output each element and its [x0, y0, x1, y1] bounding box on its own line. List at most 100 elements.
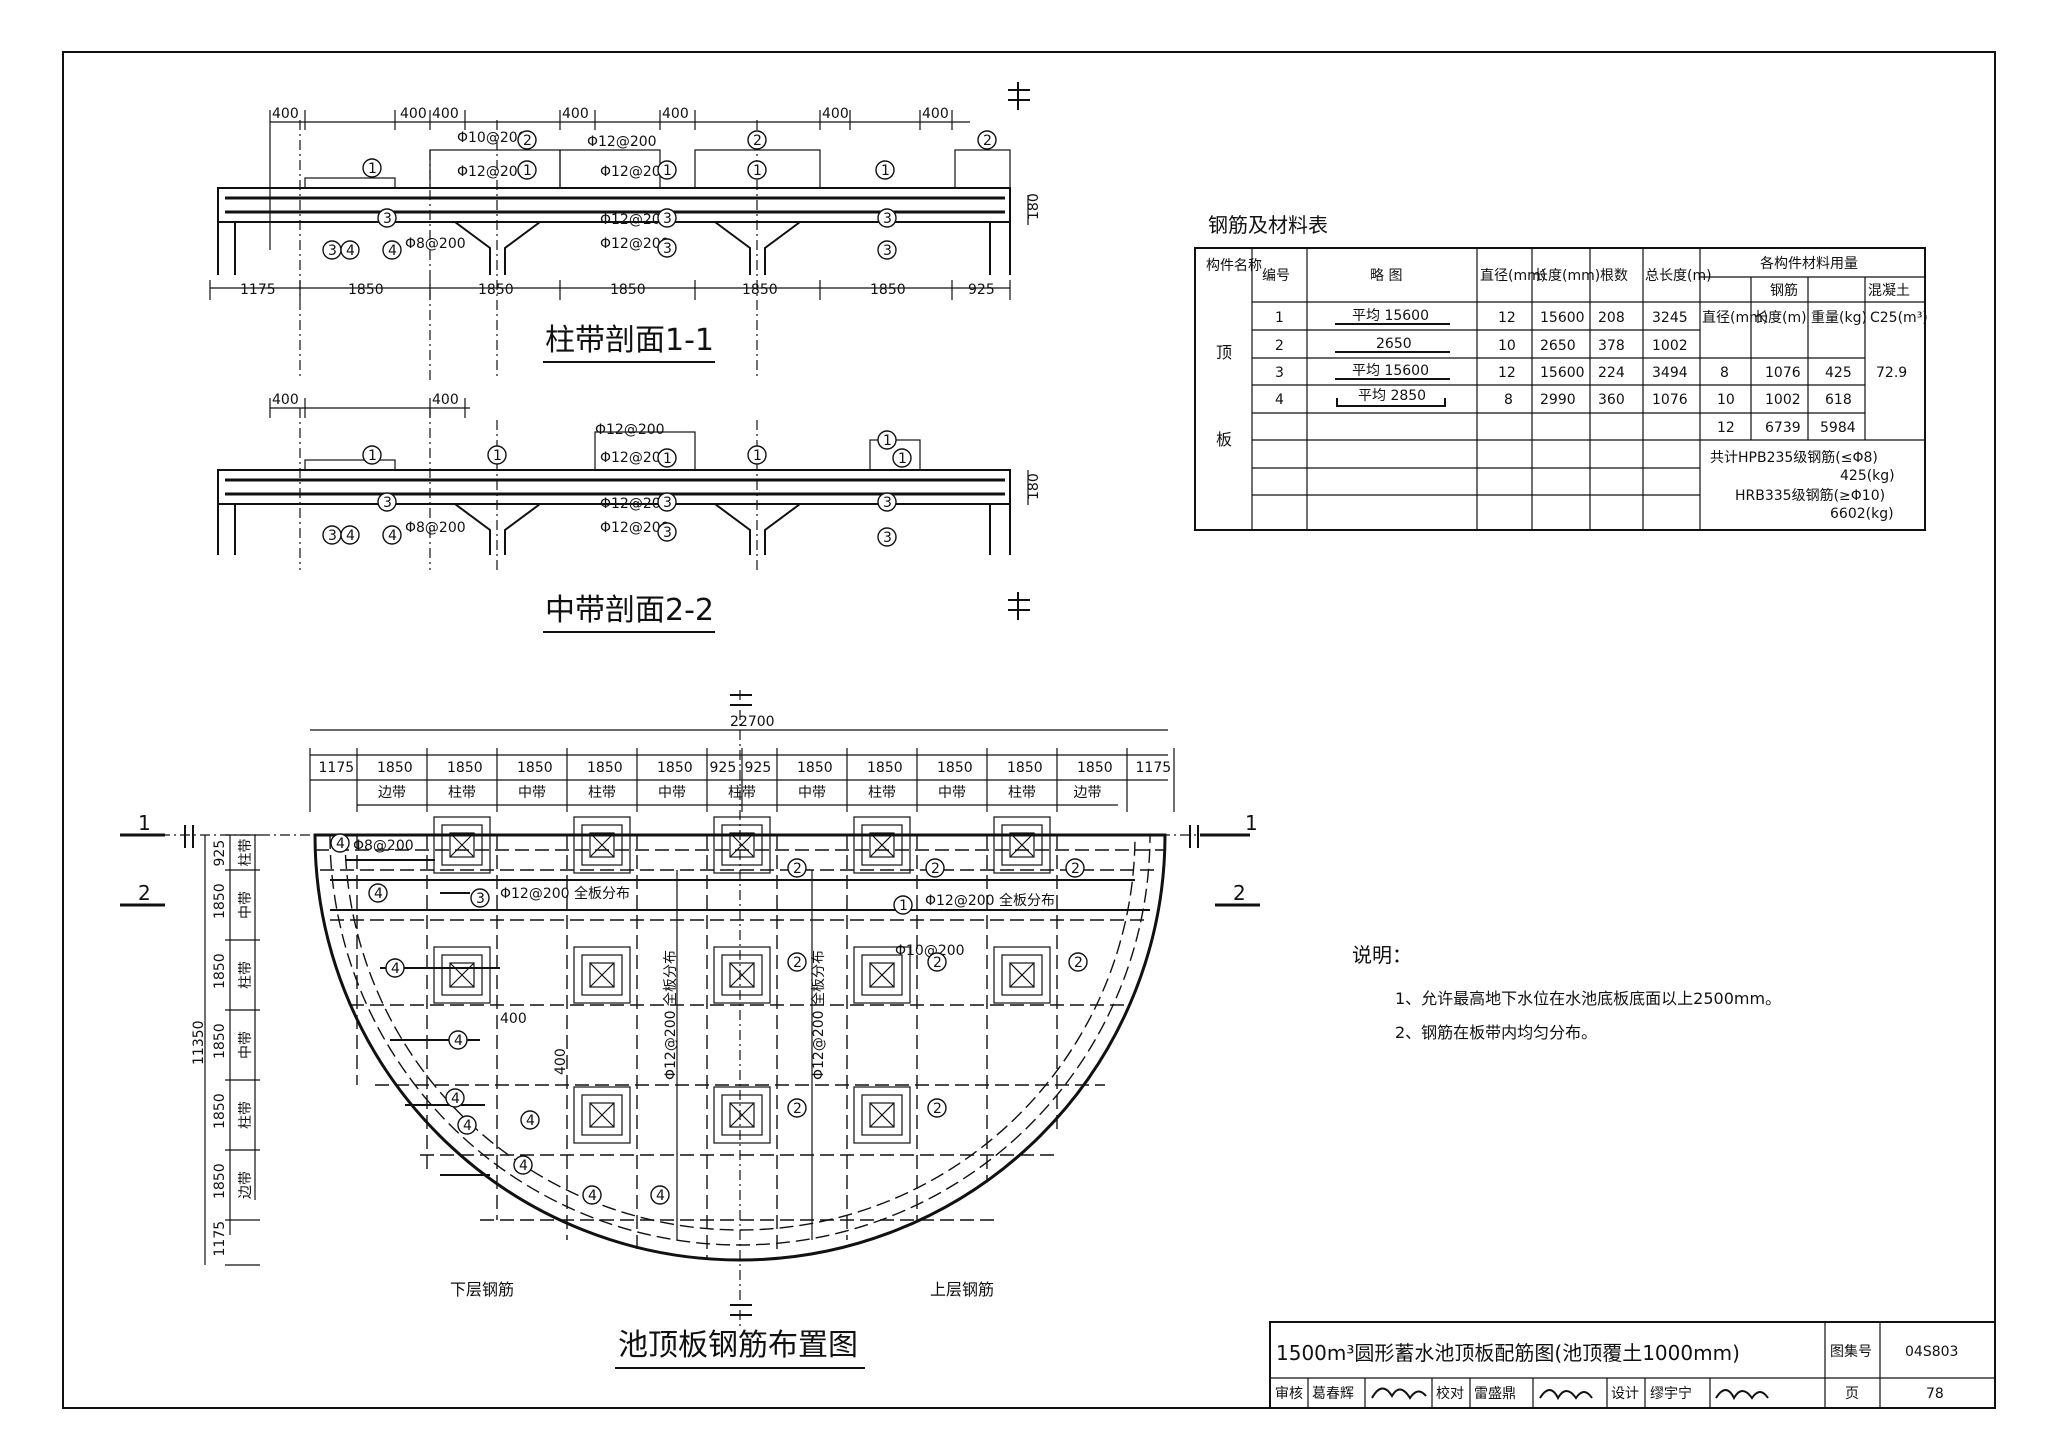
svg-text:4: 4 — [1275, 392, 1284, 408]
member-name: 板 — [1216, 430, 1232, 449]
rebar-label: Φ12@200 — [600, 164, 670, 180]
svg-text:1: 1 — [753, 448, 762, 464]
column-pad — [713, 1086, 771, 1144]
page-label: 页 — [1845, 1386, 1859, 1402]
usage-row: 12 6739 5984 — [1717, 420, 1856, 436]
section-title: 中带剖面2-2 — [545, 593, 714, 628]
plan-total-width: 22700 — [730, 714, 775, 730]
column-pad — [449, 832, 475, 858]
svg-text:3: 3 — [883, 211, 892, 227]
column-pad — [441, 824, 483, 866]
column-pad — [729, 832, 755, 858]
column-pad — [433, 946, 491, 1004]
dim-top: 400 — [432, 106, 459, 122]
dim-400: 400 — [500, 1011, 527, 1027]
svg-text:378: 378 — [1598, 338, 1625, 354]
column-pad-diag — [589, 832, 615, 858]
svg-text:4: 4 — [391, 961, 400, 977]
svg-text:15600: 15600 — [1540, 365, 1585, 381]
dim-top: 400 — [562, 106, 589, 122]
svg-text:8: 8 — [1720, 365, 1729, 381]
rebar-note: Φ10@200 — [895, 943, 965, 959]
column-pad-diag — [729, 832, 755, 858]
rebar-label: Φ12@200 — [600, 450, 670, 466]
dim-bottom: 1850 — [348, 282, 384, 298]
rebar-note: Φ12@200 全板分布 — [662, 950, 679, 1080]
svg-text:1: 1 — [753, 163, 762, 179]
band-label: 柱带 — [448, 785, 476, 801]
column-pad — [581, 1094, 623, 1136]
plan-dim: 1850 — [797, 760, 833, 776]
column-pad-diag — [869, 962, 895, 988]
dim-bottom: 1175 — [240, 282, 276, 298]
concrete-value: 72.9 — [1876, 365, 1907, 381]
page-no: 78 — [1926, 1386, 1944, 1402]
svg-text:4: 4 — [519, 1158, 528, 1174]
plan-dim: 1850 — [1077, 760, 1113, 776]
svg-text:4: 4 — [656, 1188, 665, 1204]
svg-text:3: 3 — [663, 495, 672, 511]
band-label: 边带 — [378, 785, 406, 801]
svg-text:2: 2 — [983, 133, 992, 149]
table-title: 钢筋及材料表 — [1208, 213, 1328, 237]
svg-text:208: 208 — [1598, 310, 1625, 326]
column-pad — [861, 954, 903, 996]
svg-text:3: 3 — [383, 211, 392, 227]
svg-text:4: 4 — [336, 836, 345, 852]
slab-thickness: 180 — [1026, 473, 1042, 500]
title-block: 1500m³圆形蓄水池顶板配筋图(池顶覆土1000mm) 图集号 04S803 … — [1269, 1321, 1996, 1409]
svg-text:2: 2 — [793, 955, 802, 971]
signature — [1371, 1387, 1427, 1400]
column-pad — [853, 816, 911, 874]
svg-text:1: 1 — [1275, 310, 1284, 326]
bottom-rebar-label: 下层钢筋 — [450, 1280, 514, 1299]
hdr-member: 构件名称 — [1206, 258, 1262, 274]
svg-text:2: 2 — [1233, 881, 1246, 905]
band-label: 中带 — [658, 785, 686, 801]
column-pad — [869, 1102, 895, 1128]
column-pad — [1009, 962, 1035, 988]
column-pad-diag — [589, 1102, 615, 1128]
column-pad — [581, 954, 623, 996]
notes: 说明： 1、允许最高地下水位在水池底板底面以上2500mm。 2、钢筋在板带内均… — [1352, 943, 1781, 1042]
dim-top: 400 — [400, 106, 427, 122]
rebar-label: Φ12@200 — [595, 422, 665, 438]
svg-text:1: 1 — [898, 451, 907, 467]
reviewer: 葛春辉 — [1312, 1386, 1354, 1402]
table-row: 3 平均 15600 12 15600 224 3494 — [1275, 363, 1688, 381]
column-pad — [1001, 954, 1043, 996]
hdr-usage: 各构件材料用量 — [1760, 256, 1858, 272]
column-pad-diag — [869, 832, 895, 858]
plan-left-band: 边带 — [238, 1171, 254, 1199]
rebar-label: Φ8@200 — [405, 520, 466, 536]
svg-text:12: 12 — [1498, 365, 1516, 381]
band-label: 中带 — [938, 785, 966, 801]
svg-text:4: 4 — [588, 1188, 597, 1204]
rebar-label: Φ12@200 — [587, 134, 657, 150]
plan-left-dim: 925 — [212, 840, 228, 867]
column-pad — [589, 1102, 615, 1128]
column-pad — [581, 824, 623, 866]
hdr-sketch: 略 图 — [1370, 268, 1402, 284]
design-label: 设计 — [1611, 1386, 1639, 1402]
dim-bottom: 1850 — [478, 282, 514, 298]
rebar-note: Φ12@200 全板分布 — [925, 892, 1055, 909]
section-marks: 1 2 1 2 — [120, 694, 1260, 1316]
svg-text:2: 2 — [1275, 338, 1284, 354]
checker: 雷盛鼎 — [1474, 1386, 1516, 1402]
dim-top: 400 — [662, 106, 689, 122]
rebar-callouts: 1 2 1 1 2 1 1 2 3 3 3 3 3 3 4 4 — [322, 130, 997, 260]
svg-text:3: 3 — [883, 243, 892, 259]
dim-bottom: 1850 — [742, 282, 778, 298]
band-label: 柱带 — [728, 785, 756, 801]
svg-text:10: 10 — [1717, 392, 1735, 408]
hdr-count: 根数 — [1600, 268, 1628, 284]
column-pad — [993, 946, 1051, 1004]
svg-text:3: 3 — [883, 495, 892, 511]
svg-text:1: 1 — [663, 163, 672, 179]
svg-text:4: 4 — [346, 243, 355, 259]
svg-text:3245: 3245 — [1652, 310, 1688, 326]
svg-text:2: 2 — [1071, 861, 1080, 877]
band-label: 柱带 — [868, 785, 896, 801]
